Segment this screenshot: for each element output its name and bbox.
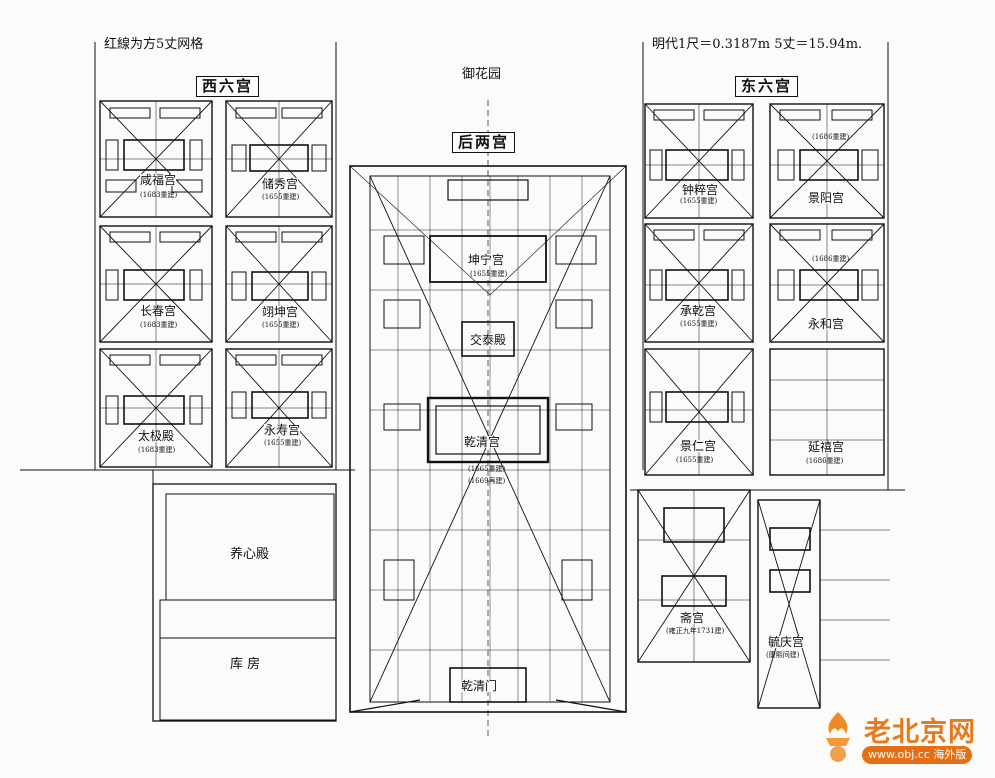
torch-flame-logo-icon (826, 712, 850, 762)
hall-chengqian: 承乾宫 (680, 304, 717, 318)
garden-label: 御花园 (462, 67, 502, 82)
watermark-url: www.obj.cc 海外版 (862, 746, 973, 764)
hall-jingren: 景仁宫 (680, 439, 717, 453)
hall-chengqian-year: (1655重建) (680, 320, 718, 328)
hall-kunning-year: (1655重建) (470, 270, 508, 278)
hall-taiji-year: (1683重建) (138, 446, 176, 454)
hall-yangxin: 养心殿 (230, 547, 270, 562)
hall-yongshou: 永寿宫 (264, 423, 301, 437)
hall-yongshou-year: (1655重建) (264, 439, 302, 447)
hall-chuxiu: 储秀宫 (262, 177, 299, 191)
grid-note: 红線为方5丈网格 (104, 37, 204, 52)
hall-qianqing-year1: (1665重建) (468, 465, 506, 473)
hall-changchun: 长春宫 (140, 304, 177, 318)
hall-yanxi-year: (1686重建) (806, 457, 844, 465)
hall-chuxiu-year: (1655重建) (262, 193, 300, 201)
hall-changchun-year: (1683重建) (140, 321, 178, 329)
hall-xianfu-year: (1683重建) (140, 191, 178, 199)
rear-palaces-block (349, 100, 627, 740)
hall-jingyang: 景阳宫 (808, 191, 845, 205)
gate-qianqingmen: 乾清门 (461, 679, 498, 693)
hall-jingren-year: (1655重建) (676, 456, 714, 464)
section-title-east: 东六宫 (735, 76, 799, 97)
section-title-west: 西六宫 (196, 76, 260, 97)
hall-kufang: 库 房 (230, 657, 261, 672)
watermark-site-name: 老北京网 (864, 717, 976, 748)
section-title-rear: 后两宫 (452, 132, 516, 153)
hall-yikun: 翊坤宫 (262, 305, 299, 319)
hall-qianqing-year2: (1669再建) (468, 477, 506, 485)
watermark: 老北京网 www.obj.cc 海外版 (816, 706, 984, 768)
hall-kunning: 坤宁宫 (468, 253, 505, 267)
hall-yuqing: 毓庆宫 (768, 635, 805, 649)
yangxin-block (152, 470, 337, 722)
hall-taiji: 太极殿 (138, 429, 175, 443)
hall-zhai: 斋宫 (680, 611, 705, 625)
hall-zhongcui: 钟粹宫 (682, 183, 719, 197)
unit-note: 明代1尺＝0.3187m 5丈＝15.94m. (652, 37, 863, 52)
hall-yanxi: 延禧宫 (808, 440, 845, 454)
hall-jiaotai: 交泰殿 (470, 333, 507, 347)
hall-zhai-year: (雍正九年1731建) (666, 627, 725, 635)
hall-yonghe: 永和宫 (808, 317, 845, 331)
hall-qianqing: 乾清宫 (464, 435, 501, 449)
hall-xianfu: 咸福宫 (140, 173, 177, 187)
hall-yonghe-year: (1686重建) (812, 255, 850, 263)
west-palaces-block (99, 100, 333, 468)
hall-yikun-year: (1655重建) (262, 321, 300, 329)
hall-jingyang-year: (1686重建) (812, 133, 850, 141)
hall-zhongcui-year: (1655重建) (680, 197, 718, 205)
hall-yuqing-year: (康熙间建) (766, 651, 800, 659)
east-palaces-block (637, 103, 890, 709)
